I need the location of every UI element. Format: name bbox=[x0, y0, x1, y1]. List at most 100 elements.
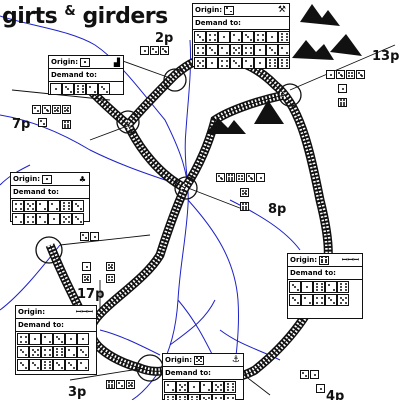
die-icon bbox=[316, 384, 325, 393]
die-icon bbox=[77, 346, 89, 358]
die-icon bbox=[53, 333, 65, 345]
origin-label: Origin: bbox=[290, 256, 317, 264]
die-icon bbox=[242, 31, 254, 43]
points-label-8p: 8p bbox=[268, 202, 287, 217]
die-icon bbox=[65, 359, 77, 371]
die-icon bbox=[289, 281, 301, 293]
die-icon bbox=[140, 46, 149, 55]
dice-group bbox=[62, 120, 71, 129]
points-label-13p: 13p bbox=[372, 49, 400, 64]
die-icon bbox=[240, 202, 249, 211]
title-word-girders: girders bbox=[82, 4, 168, 29]
die-icon bbox=[126, 380, 135, 389]
die-icon bbox=[230, 44, 242, 56]
die-icon bbox=[53, 346, 65, 358]
dice-group bbox=[38, 118, 47, 127]
factory-icon: ▟ bbox=[113, 57, 120, 67]
city-card-upper-left[interactable]: Origin: ▟ Demand to: bbox=[48, 55, 124, 95]
die-icon bbox=[29, 359, 41, 371]
origin-label: Origin: bbox=[13, 175, 40, 183]
die-icon bbox=[337, 281, 349, 293]
die-icon bbox=[200, 394, 212, 400]
die-icon bbox=[29, 333, 41, 345]
die-icon bbox=[310, 370, 319, 379]
die-icon bbox=[212, 394, 224, 400]
die-icon bbox=[17, 359, 29, 371]
title-ampersand: & bbox=[64, 4, 76, 19]
origin-label: Origin: bbox=[195, 6, 222, 14]
die-icon bbox=[41, 346, 53, 358]
die-icon bbox=[98, 83, 110, 95]
die-icon bbox=[278, 44, 290, 56]
city-card-right[interactable]: Origin:ꟷꟷꟷ Demand to: bbox=[287, 253, 363, 319]
die-icon bbox=[266, 44, 278, 56]
die-icon bbox=[150, 46, 159, 55]
hammer-icon: ⚒ bbox=[277, 5, 286, 15]
die-icon bbox=[230, 57, 242, 69]
points-label-17p: 17p bbox=[77, 287, 105, 302]
die-icon bbox=[218, 44, 230, 56]
die-icon bbox=[160, 46, 169, 55]
die-icon bbox=[62, 120, 71, 129]
dice-group bbox=[300, 370, 319, 379]
die-icon bbox=[24, 213, 36, 225]
die-icon bbox=[337, 294, 349, 306]
die-icon bbox=[224, 394, 236, 400]
demand-grid bbox=[288, 280, 362, 307]
origin-die-icon bbox=[80, 57, 90, 67]
city-card-mid-left[interactable]: Origin:♣ Demand to: bbox=[10, 172, 90, 225]
die-icon bbox=[313, 281, 325, 293]
dice-group bbox=[216, 173, 265, 182]
points-label-7p: 7p bbox=[12, 117, 31, 132]
die-icon bbox=[326, 70, 335, 79]
die-icon bbox=[32, 105, 41, 114]
origin-label: Origin: bbox=[18, 308, 45, 316]
die-icon bbox=[116, 380, 125, 389]
city-card-top[interactable]: Origin:⚒ Demand to: bbox=[192, 3, 290, 69]
game-title: girts & girders bbox=[2, 4, 168, 31]
demand-label: Demand to: bbox=[51, 71, 97, 79]
die-icon bbox=[48, 213, 60, 225]
die-icon bbox=[65, 346, 77, 358]
die-icon bbox=[346, 70, 355, 79]
dice-group bbox=[82, 274, 91, 283]
die-icon bbox=[218, 57, 230, 69]
dice-group bbox=[106, 262, 115, 271]
die-icon bbox=[224, 381, 236, 393]
anchor-icon: ⚓ bbox=[231, 355, 240, 365]
die-icon bbox=[17, 346, 29, 358]
points-label-3p: 3p bbox=[68, 385, 87, 400]
points-label-4p: 4p bbox=[326, 389, 345, 400]
die-icon bbox=[289, 294, 301, 306]
city-card-bottom[interactable]: Origin:⚓ Demand to: bbox=[162, 353, 244, 400]
die-icon bbox=[41, 359, 53, 371]
die-icon bbox=[206, 57, 218, 69]
die-icon bbox=[278, 31, 290, 43]
die-icon bbox=[278, 57, 290, 69]
die-icon bbox=[24, 200, 36, 212]
origin-label: Origin: bbox=[51, 58, 78, 66]
die-icon bbox=[206, 31, 218, 43]
die-icon bbox=[80, 232, 89, 241]
die-icon bbox=[82, 274, 91, 283]
die-icon bbox=[236, 173, 245, 182]
die-icon bbox=[194, 31, 206, 43]
demand-label: Demand to: bbox=[290, 269, 336, 277]
dice-group bbox=[240, 202, 249, 211]
demand-label: Demand to: bbox=[18, 321, 64, 329]
die-icon bbox=[338, 84, 347, 93]
die-icon bbox=[230, 31, 242, 43]
demand-grid bbox=[11, 199, 89, 226]
title-word-girts: girts bbox=[2, 4, 58, 29]
dice-group bbox=[316, 384, 325, 393]
die-icon bbox=[336, 70, 345, 79]
die-icon bbox=[41, 333, 53, 345]
dice-group bbox=[106, 274, 115, 283]
die-icon bbox=[240, 188, 249, 197]
city-card-lower-left[interactable]: Origin:ꟷꟷꟷ Demand to: bbox=[15, 305, 97, 375]
die-icon bbox=[60, 213, 72, 225]
die-icon bbox=[42, 105, 51, 114]
die-icon bbox=[212, 381, 224, 393]
die-icon bbox=[194, 57, 206, 69]
